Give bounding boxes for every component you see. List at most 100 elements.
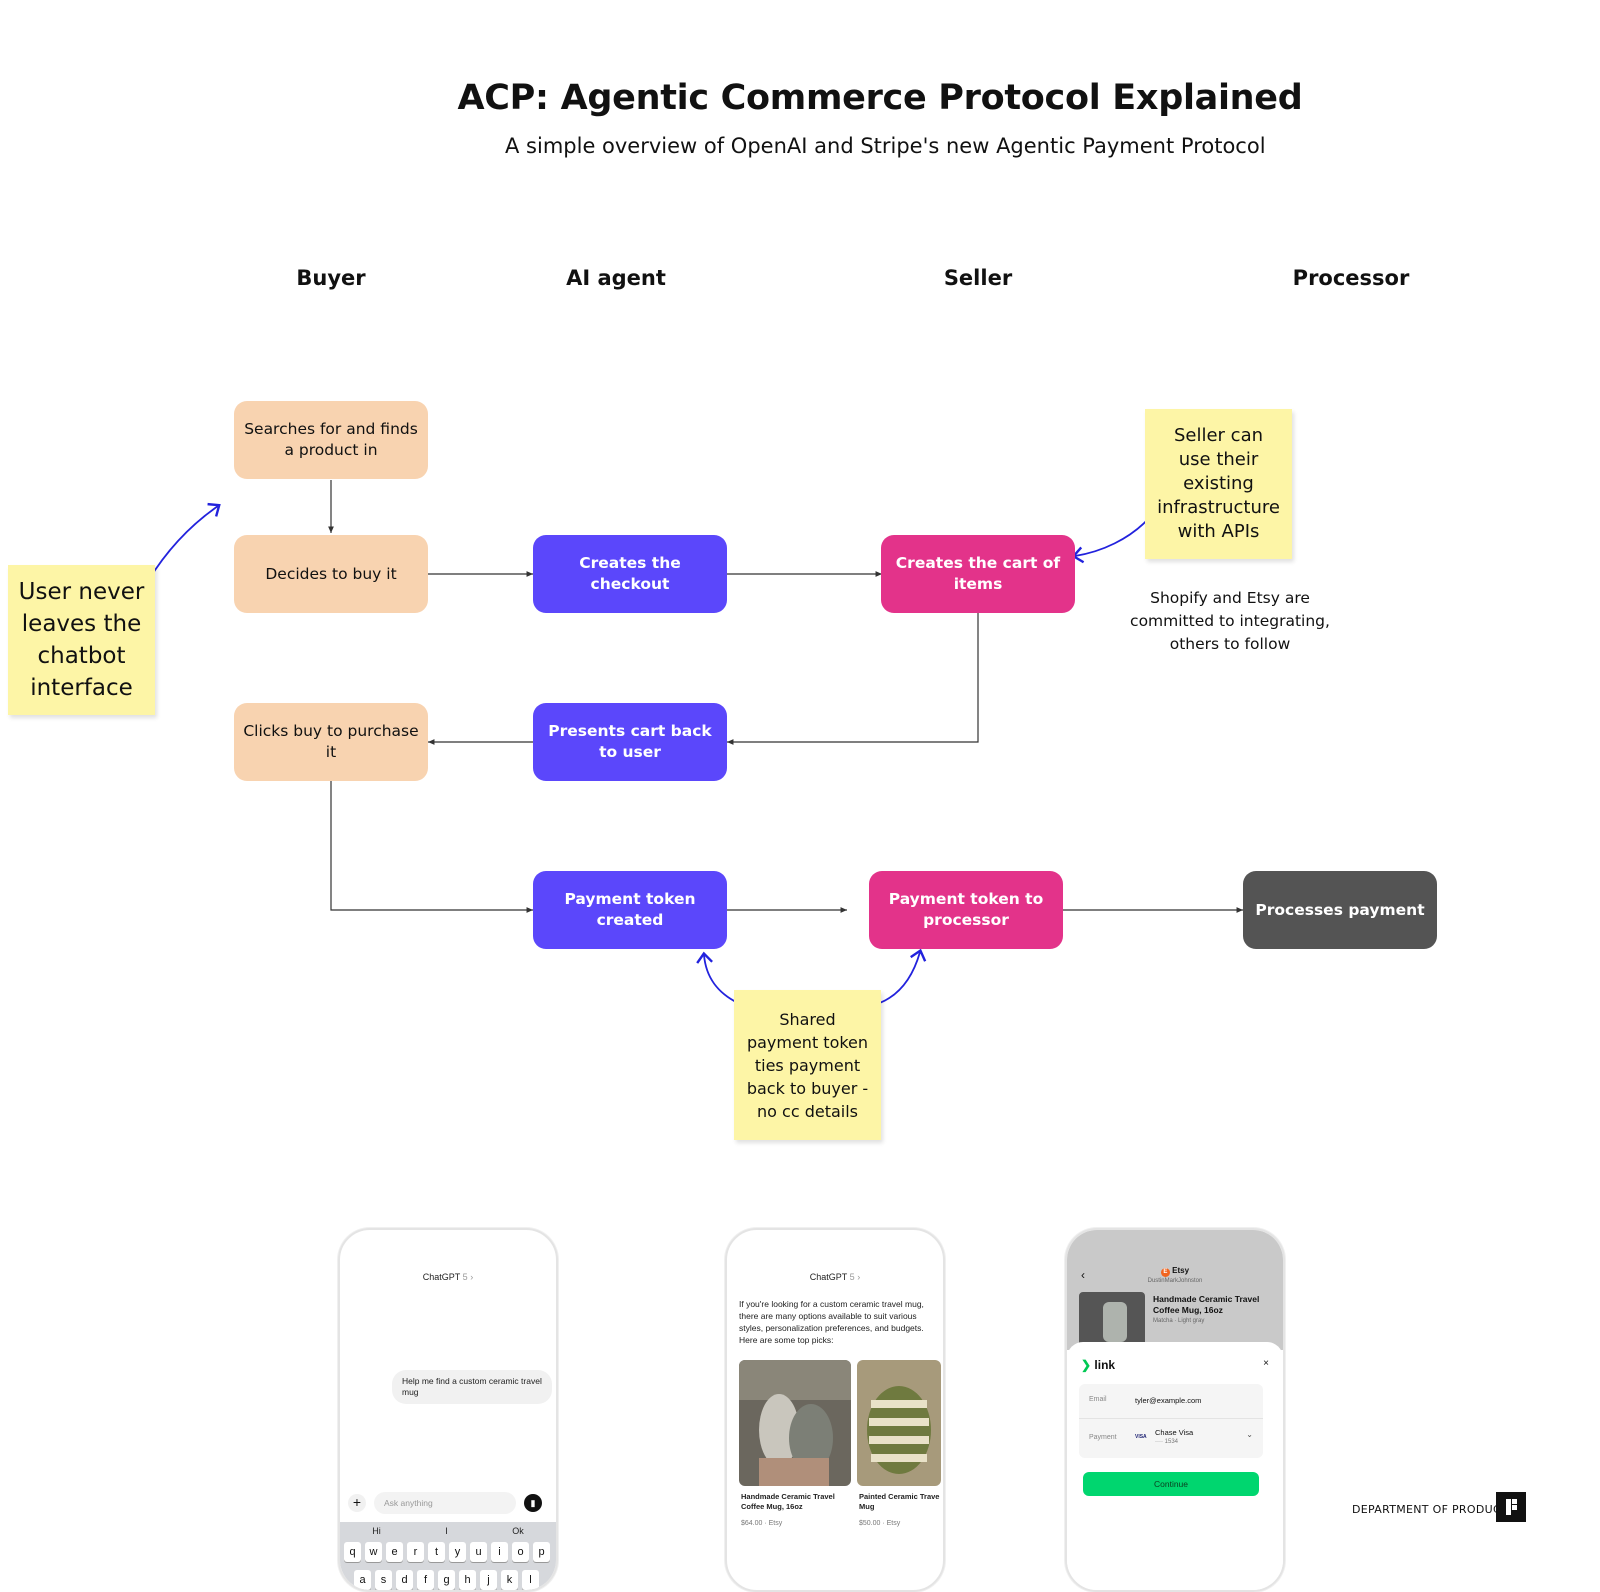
key[interactable]: t — [428, 1542, 445, 1562]
key[interactable]: j — [480, 1570, 497, 1590]
product-thumbnail — [1079, 1292, 1145, 1348]
product-name-2[interactable]: Painted Ceramic Trave Mug — [859, 1492, 940, 1511]
note-shopify: Shopify and Etsy are committed to integr… — [1130, 589, 1330, 653]
key[interactable]: p — [533, 1542, 550, 1562]
lane-seller: Seller — [943, 266, 1013, 290]
annotation-arrow-seller-infra — [1071, 514, 1153, 564]
store-name: Etsy — [1172, 1266, 1190, 1275]
suggestion-3[interactable]: Ok — [512, 1526, 524, 1536]
phone-link-checkout: ‹ E Etsy DustinMarkJohnston Handmade Cer… — [1065, 1228, 1285, 1592]
user-message-bubble: Help me find a custom ceramic travel mug — [392, 1370, 552, 1404]
key[interactable]: f — [417, 1570, 434, 1590]
sticky-shared-token: Shared payment token ties payment back t… — [734, 990, 881, 1140]
ask-input[interactable]: Ask anything — [374, 1492, 516, 1514]
page-subtitle: A simple overview of OpenAI and Stripe's… — [505, 134, 1266, 158]
link-details: Email tyler@example.com Payment VISA Cha… — [1079, 1384, 1263, 1458]
checkout-product-name: Handmade Ceramic Travel Coffee Mug, 16oz — [1153, 1294, 1260, 1315]
key[interactable]: i — [491, 1542, 508, 1562]
composer: + Ask anything ▮ — [348, 1492, 546, 1514]
node-checkout: Creates the checkout — [533, 535, 727, 613]
product-price-2: $50.00 · Etsy — [859, 1520, 901, 1527]
key[interactable]: q — [344, 1542, 361, 1562]
sticky-seller-infra: Seller can use their existing infrastruc… — [1145, 409, 1292, 559]
key[interactable]: r — [407, 1542, 424, 1562]
node-search: Searches for and finds a product in — [234, 401, 428, 479]
node-clicks: Clicks buy to purchase it — [234, 703, 428, 781]
payment-label: Payment — [1089, 1434, 1117, 1441]
edge-clicks-token — [330, 781, 533, 913]
phone1-version: 5 — [462, 1272, 468, 1282]
key-row-2: a s d f g h j k l — [354, 1570, 556, 1590]
phone1-header: ChatGPT 5 › — [422, 1272, 474, 1282]
close-icon[interactable]: × — [1263, 1358, 1269, 1369]
card-name[interactable]: Chase Visa — [1155, 1428, 1194, 1437]
node-processes: Processes payment — [1243, 871, 1437, 949]
keyboard: Hi I Ok q w e r t y u i o p a s d f g h … — [340, 1522, 556, 1590]
node-token-proc: Payment token to processor — [869, 871, 1063, 949]
plus-icon[interactable]: + — [348, 1494, 366, 1512]
email-value[interactable]: tyler@example.com — [1135, 1396, 1202, 1405]
key[interactable]: k — [501, 1570, 518, 1590]
continue-button[interactable]: Continue — [1083, 1472, 1259, 1496]
suggestion-1[interactable]: Hi — [372, 1526, 381, 1536]
seller-name: DustinMarkJohnston — [1147, 1278, 1203, 1284]
phone1-app-name: ChatGPT — [422, 1272, 461, 1282]
page-title: ACP: Agentic Commerce Protocol Explained — [457, 78, 1303, 118]
lane-processor: Processor — [1292, 266, 1410, 290]
mug-photo-2 — [857, 1360, 941, 1486]
product-image-2[interactable] — [857, 1360, 941, 1486]
key[interactable]: l — [522, 1570, 539, 1590]
node-decide: Decides to buy it — [234, 535, 428, 613]
etsy-logo-icon: E — [1160, 1268, 1170, 1277]
lane-ai-agent: AI agent — [566, 266, 666, 290]
key[interactable]: e — [386, 1542, 403, 1562]
back-icon[interactable]: ‹ — [1081, 1268, 1085, 1282]
phone-chatgpt-results: ChatGPT 5 › If you're looking for a cust… — [725, 1228, 945, 1592]
mug-photo-1 — [739, 1360, 851, 1486]
sticky-user-never: User never leaves the chatbot interface — [8, 565, 155, 715]
footer-brand: DEPARTMENT OF PRODUCT — [1352, 1503, 1508, 1516]
etsy-store: E Etsy — [1067, 1266, 1283, 1277]
department-of-product-logo-icon — [1496, 1492, 1526, 1522]
node-present: Presents cart back to user — [533, 703, 727, 781]
key[interactable]: u — [470, 1542, 487, 1562]
product-image-1[interactable] — [739, 1360, 851, 1486]
phone2-header: ChatGPT 5 › — [809, 1272, 861, 1282]
product-variant: Matcha · Light gray — [1153, 1318, 1205, 1324]
card-last-four: ···· 1534 — [1155, 1439, 1179, 1445]
node-token: Payment token created — [533, 871, 727, 949]
annotation-arrow-user-never — [147, 502, 221, 582]
key[interactable]: a — [354, 1570, 371, 1590]
phone2-version: 5 — [849, 1272, 855, 1282]
link-logo-icon: ❯ — [1081, 1358, 1092, 1372]
key[interactable]: o — [512, 1542, 529, 1562]
product-name-1[interactable]: Handmade Ceramic Travel Coffee Mug, 16oz — [741, 1492, 835, 1511]
key[interactable]: w — [365, 1542, 382, 1562]
keyboard-suggestions: Hi I Ok — [340, 1526, 556, 1536]
etsy-product-header: ‹ E Etsy DustinMarkJohnston Handmade Cer… — [1067, 1230, 1283, 1350]
assistant-reply: If you're looking for a custom ceramic t… — [739, 1299, 924, 1345]
phone2-app-name: ChatGPT — [809, 1272, 848, 1282]
logo-mark — [1506, 1499, 1517, 1515]
key[interactable]: g — [438, 1570, 455, 1590]
node-cart: Creates the cart of items — [881, 535, 1075, 613]
key[interactable]: y — [449, 1542, 466, 1562]
link-sheet: ❯ link × Email tyler@example.com Payment… — [1067, 1342, 1283, 1590]
voice-icon[interactable]: ▮ — [524, 1494, 542, 1512]
product-price-1: $64.00 · Etsy — [741, 1520, 783, 1527]
phone-chatgpt-prompt: ChatGPT 5 › Help me find a custom cerami… — [338, 1228, 558, 1592]
visa-icon: VISA — [1135, 1434, 1147, 1440]
key[interactable]: h — [459, 1570, 476, 1590]
chevron-down-icon[interactable]: ⌄ — [1246, 1430, 1253, 1439]
mug-shape — [1103, 1302, 1127, 1342]
email-label: Email — [1089, 1396, 1107, 1403]
link-brand-text: link — [1094, 1358, 1116, 1372]
key-row-1: q w e r t y u i o p — [344, 1542, 552, 1562]
edge-cart-present — [727, 613, 979, 745]
key[interactable]: d — [396, 1570, 413, 1590]
annotation-arrow-shared-left — [696, 951, 739, 1004]
lane-buyer: Buyer — [296, 266, 366, 290]
suggestion-2[interactable]: I — [445, 1526, 448, 1536]
key[interactable]: s — [375, 1570, 392, 1590]
